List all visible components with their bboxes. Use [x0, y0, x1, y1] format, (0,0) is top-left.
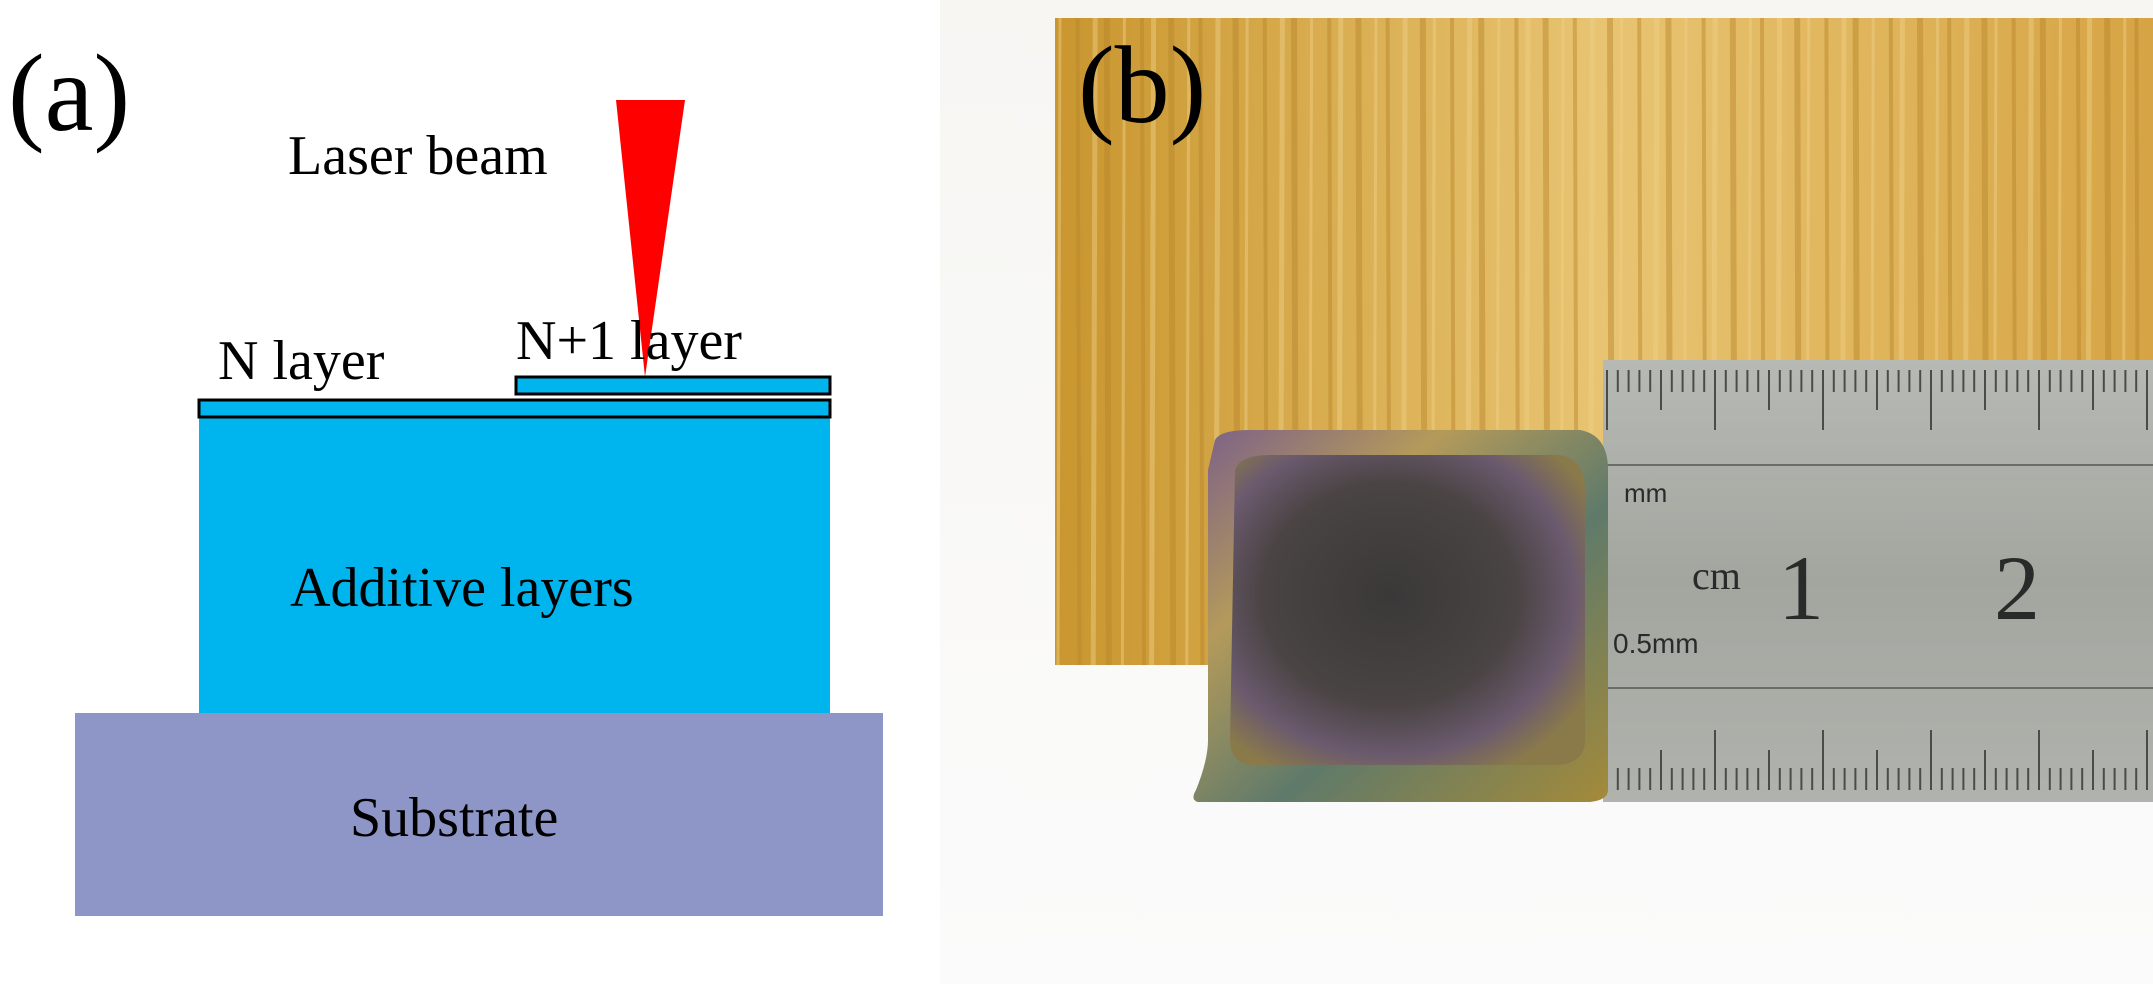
panel-b-photo	[940, 0, 2153, 984]
substrate-label: Substrate	[350, 787, 559, 849]
wood-grain-line	[1075, 17, 1082, 666]
ruler-mm-label: mm	[1624, 478, 1668, 508]
additive-layers-block	[199, 411, 830, 713]
panel-b-label: (b)	[1078, 24, 1207, 146]
wood-grain-line	[1198, 17, 1205, 666]
n-layer-strip	[197, 398, 832, 419]
wood-grain-line	[1149, 17, 1157, 666]
ruler-ticks-top	[1606, 370, 2148, 430]
n-layer-label: N layer	[218, 330, 385, 392]
ruler-half-mm-label: 0.5mm	[1613, 628, 1699, 659]
additive-layers-label: Additive layers	[290, 557, 634, 619]
ruler-cm-label: cm	[1692, 553, 1741, 598]
panel-a: (a) Laser beam N layer N+1 layer Additiv…	[0, 0, 930, 984]
substrate-block	[75, 713, 883, 916]
wood-grain-line	[1168, 17, 1177, 666]
ruler-number-2: 2	[1994, 537, 2040, 639]
ruler	[1603, 360, 2153, 802]
sample-cube-face	[1230, 455, 1585, 765]
wood-grain-line	[1103, 17, 1112, 666]
wood-grain-line	[1185, 17, 1191, 666]
n1-layer-label: N+1 layer	[516, 310, 742, 372]
wood-grain-line	[1056, 17, 1062, 666]
panel-a-label: (a)	[8, 32, 131, 154]
n1-layer-strip	[514, 375, 832, 396]
ruler-number-1: 1	[1778, 537, 1824, 639]
panel-b: mm cm 0.5mm 1 2 (b)	[940, 0, 2153, 984]
wood-grain-line	[1090, 17, 1098, 666]
laser-beam-cone	[616, 100, 685, 377]
wood-grain-line	[1120, 17, 1126, 666]
panel-a-diagram	[75, 100, 883, 916]
laser-beam-label: Laser beam	[288, 125, 548, 187]
wood-grain-line	[1140, 17, 1146, 666]
